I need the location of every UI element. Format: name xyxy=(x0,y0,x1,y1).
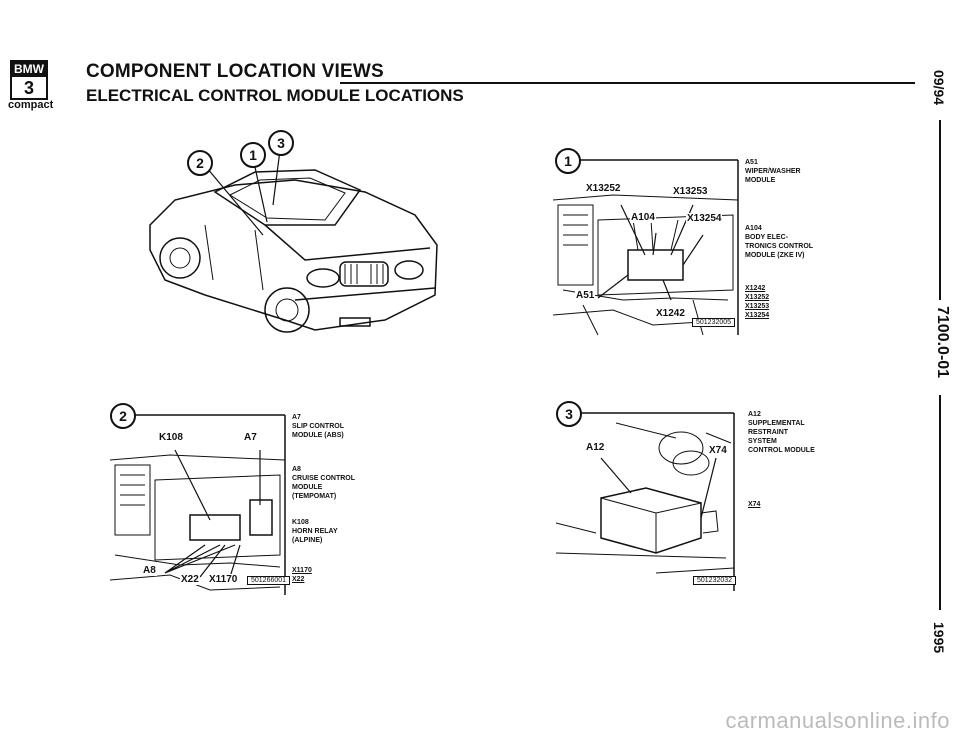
panel3-legend-a12: A12 SUPPLEMENTAL RESTRAINT SYSTEM CONTRO… xyxy=(748,411,815,454)
side-rule-top xyxy=(939,120,941,300)
page-subtitle: ELECTRICAL CONTROL MODULE LOCATIONS xyxy=(86,86,464,105)
car-hood-line xyxy=(264,224,431,261)
logo-brand: BMW xyxy=(12,62,46,77)
panel2-figure-code: 501266001 xyxy=(247,576,291,585)
side-year: 1995 xyxy=(931,622,947,654)
panel1-legend-a51: A51 WIPER/WASHER MODULE xyxy=(745,159,801,184)
panel3-label-x74: X74 xyxy=(708,445,728,456)
car-windshield xyxy=(228,177,346,221)
panel1-module-a104 xyxy=(627,249,684,281)
panel2-label-x22: X22 xyxy=(180,574,200,585)
side-date: 09/94 xyxy=(931,70,947,106)
bmw-3-compact-logo: BMW 3 compact xyxy=(8,60,88,120)
overview-callout-2: 2 xyxy=(187,150,213,176)
car-overview-illustration xyxy=(149,149,438,333)
panel2-label-a8: A8 xyxy=(142,565,157,576)
title-rule xyxy=(340,82,915,84)
panel1-illustration xyxy=(553,159,739,336)
car-grille xyxy=(339,261,389,287)
logo-sub: compact xyxy=(8,99,54,111)
panel3-number: 3 xyxy=(556,401,582,427)
panel1-label-x13253: X13253 xyxy=(672,186,709,197)
panel1-label-x13254: X13254 xyxy=(686,213,723,224)
car-headlight-left xyxy=(306,268,340,288)
panel3-label-a12: A12 xyxy=(585,442,606,453)
panel1-label-a51: A51 xyxy=(575,290,596,301)
panel2-number: 2 xyxy=(110,403,136,429)
car-bumper xyxy=(294,287,436,301)
panel3-figure-code: 501232032 xyxy=(693,576,737,585)
panel1-number: 1 xyxy=(555,148,581,174)
panel2-module-a8 xyxy=(189,514,241,541)
car-plate xyxy=(339,317,371,327)
panel2-label-k108: K108 xyxy=(158,432,184,443)
side-rule-bottom xyxy=(939,395,941,610)
side-doc-number: 7100.0-01 xyxy=(934,306,951,379)
car-headlight-right xyxy=(394,260,424,280)
car-roof xyxy=(213,169,362,226)
logo-model: 3 xyxy=(23,78,34,98)
overview-callout-3: 3 xyxy=(268,130,294,156)
panel2-module-a7 xyxy=(249,499,273,536)
panel1-label-a104: A104 xyxy=(630,212,656,223)
panel2-legend-a7: A7 SLIP CONTROL MODULE (ABS) xyxy=(292,414,344,439)
panel2-illustration xyxy=(110,414,286,595)
panel1-figure-code: 501232005 xyxy=(692,318,736,327)
panel1-connector-list: X1242 X13252 X13253 X13254 xyxy=(745,285,770,319)
overview-callout-1: 1 xyxy=(240,142,266,168)
panel1-label-x13252: X13252 xyxy=(585,183,622,194)
panel1-label-x1242: X1242 xyxy=(655,308,686,319)
panel2-label-a7: A7 xyxy=(243,432,258,443)
panel3-module-a12 xyxy=(600,487,702,554)
logo-box: BMW 3 xyxy=(10,60,48,100)
panel3-illustration xyxy=(556,412,735,591)
panel2-label-x1170: X1170 xyxy=(208,574,239,585)
watermark: carmanualsonline.info xyxy=(725,708,950,733)
panel2-legend-k108: K108 HORN RELAY (ALPINE) xyxy=(292,519,338,544)
page-title: COMPONENT LOCATION VIEWS xyxy=(86,61,384,82)
panel3-wiring xyxy=(658,431,704,465)
panel1-legend-a104: A104 BODY ELEC- TRONICS CONTROL MODULE (… xyxy=(745,225,814,259)
car-wheel-front xyxy=(264,287,310,333)
panel2-legend-a8: A8 CRUISE CONTROL MODULE (TEMPOMAT) xyxy=(292,466,355,500)
panel2-connector-list: X1170 X22 xyxy=(292,567,312,583)
car-wheel-rear xyxy=(159,237,201,279)
car-body xyxy=(149,179,438,331)
panel3-connector-list: X74 xyxy=(748,501,761,508)
